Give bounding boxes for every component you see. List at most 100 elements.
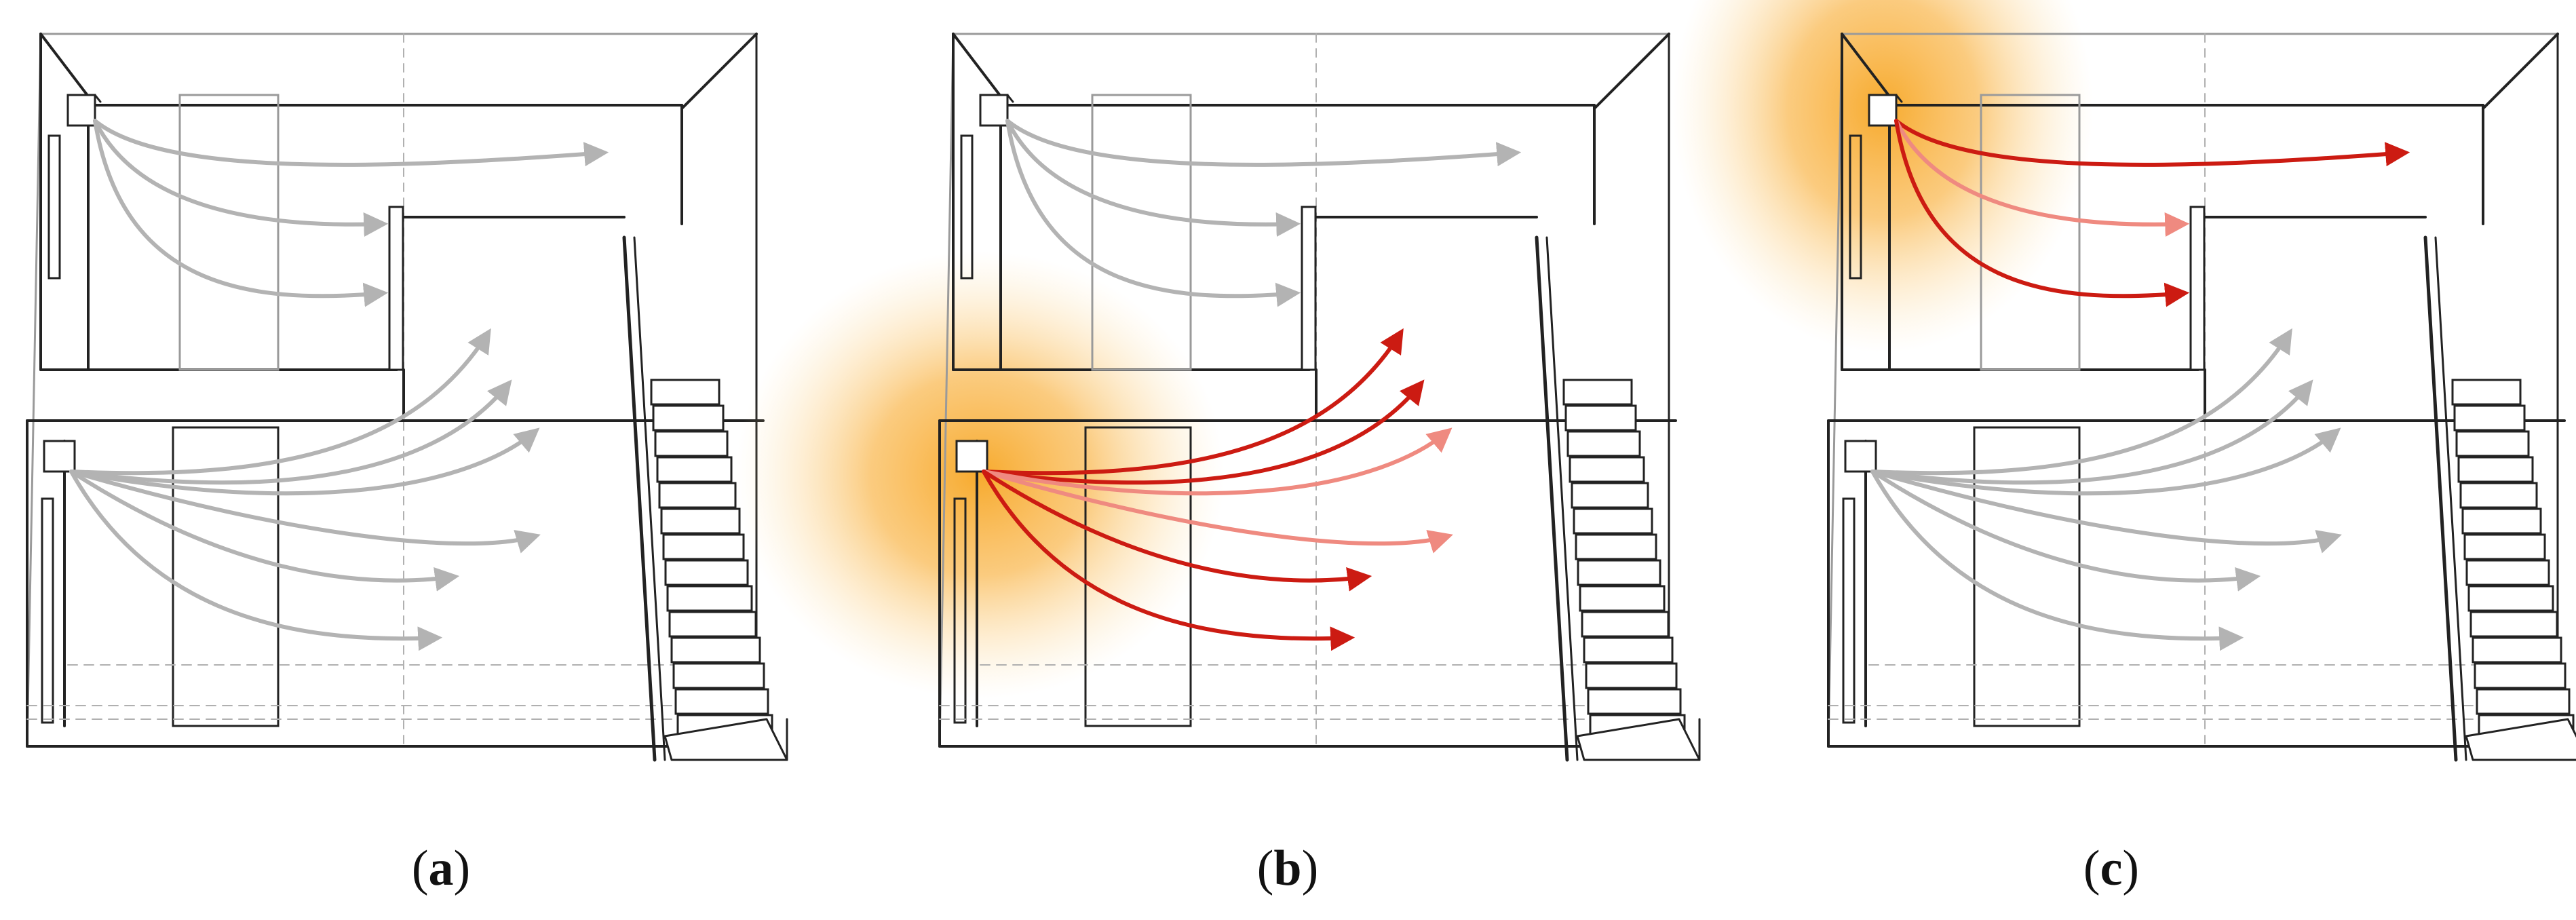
stair-step bbox=[1577, 559, 1661, 586]
airflow-arrow-upper bbox=[1894, 119, 2190, 237]
airflow-arrow-lower bbox=[1870, 469, 2261, 592]
stair-step bbox=[2463, 533, 2546, 560]
caption-c: (c) bbox=[2083, 841, 2140, 896]
stair-step bbox=[1585, 662, 1678, 689]
airflow-arrow-upper bbox=[93, 119, 389, 237]
airflow-arrow-lower bbox=[69, 328, 491, 476]
frame-edge bbox=[952, 33, 1009, 107]
stair-step bbox=[2451, 379, 2522, 406]
stair-step bbox=[656, 456, 733, 483]
stair-step bbox=[2472, 636, 2562, 664]
stair-step bbox=[662, 533, 745, 560]
caption-a: (a) bbox=[411, 841, 471, 896]
airflow-arrow-upper bbox=[1894, 119, 2410, 167]
frame-edge bbox=[680, 33, 758, 110]
airflow-arrow-lower bbox=[982, 469, 1453, 554]
stair-step bbox=[666, 585, 753, 612]
airflow-arrow-lower bbox=[1870, 328, 2292, 476]
stair-step bbox=[2459, 482, 2538, 509]
airflow-arrow-lower bbox=[1870, 469, 2342, 554]
heat-glow-upper bbox=[1672, 0, 2093, 353]
stair-stringer bbox=[1545, 236, 1579, 761]
frame-edge bbox=[1841, 33, 1898, 107]
lower-radiator bbox=[953, 497, 967, 724]
airflow-arrow-lower bbox=[982, 328, 1404, 476]
panel-c bbox=[1672, 0, 2576, 762]
airflow-arrow-lower bbox=[69, 427, 540, 496]
airflow-arrow-lower bbox=[1870, 427, 2341, 496]
stair-step bbox=[1571, 482, 1649, 509]
ac-edge bbox=[1895, 94, 1903, 103]
stair-step bbox=[1575, 533, 1657, 560]
stair-step bbox=[658, 482, 737, 509]
stair-step bbox=[1581, 611, 1670, 638]
stair-step bbox=[1566, 430, 1641, 457]
lower-ac-unit bbox=[43, 440, 76, 473]
airflow-arrow-lower bbox=[982, 379, 1425, 485]
staircase bbox=[2423, 235, 2576, 762]
stair-step bbox=[1583, 636, 1674, 664]
upper-partition bbox=[2189, 206, 2206, 371]
panel-a bbox=[26, 33, 788, 762]
upper-radiator bbox=[960, 134, 974, 280]
stair-step bbox=[652, 404, 725, 432]
airflow-arrow-lower bbox=[1870, 379, 2313, 485]
heat-glow-lower bbox=[736, 251, 1225, 699]
stair-step bbox=[672, 662, 765, 689]
lower-ac-unit bbox=[955, 440, 988, 473]
lower-ac-unit bbox=[1844, 440, 1877, 473]
airflow-arrow-lower bbox=[1870, 469, 2244, 651]
stair-step bbox=[660, 507, 741, 535]
upper-partition bbox=[1301, 206, 1317, 371]
stair-step bbox=[1579, 585, 1666, 612]
lower-door bbox=[1973, 426, 2081, 727]
stair-step bbox=[2465, 559, 2550, 586]
airflow-arrow-upper bbox=[1894, 119, 2190, 307]
stair-step bbox=[2457, 456, 2534, 483]
upper-ac-unit bbox=[979, 94, 1009, 127]
airflow-arrow-lower bbox=[69, 469, 443, 651]
upper-radiator bbox=[47, 134, 61, 280]
upper-door bbox=[1091, 94, 1192, 371]
airflow-arrow-upper bbox=[1005, 119, 1301, 307]
upper-door bbox=[1980, 94, 2081, 371]
stair-landing bbox=[2465, 718, 2576, 761]
upper-door bbox=[178, 94, 280, 371]
airflow-arrow-upper bbox=[1005, 119, 1522, 167]
stair-step bbox=[1573, 507, 1653, 535]
airflow-arrow-lower bbox=[982, 427, 1453, 496]
stair-stringer bbox=[622, 235, 657, 762]
ac-edge bbox=[1006, 94, 1014, 103]
stair-step bbox=[2467, 585, 2554, 612]
stair-step bbox=[2455, 430, 2530, 457]
upper-ac-unit bbox=[66, 94, 96, 127]
upper-ac-unit bbox=[1868, 94, 1898, 127]
frame-edge bbox=[1593, 33, 1670, 110]
stair-step bbox=[1587, 688, 1682, 715]
airflow-arrow-upper bbox=[93, 119, 389, 307]
stair-stringer bbox=[1535, 235, 1569, 762]
stair-step bbox=[670, 636, 761, 664]
staircase bbox=[622, 235, 788, 762]
airflow-arrow-lower bbox=[69, 469, 460, 592]
staircase bbox=[1535, 235, 1701, 762]
airflow-arrow-lower bbox=[69, 469, 541, 554]
stair-step bbox=[1564, 404, 1637, 432]
stair-step bbox=[2461, 507, 2542, 535]
frame-edge bbox=[39, 33, 96, 107]
lower-door bbox=[172, 426, 280, 727]
upper-radiator bbox=[1849, 134, 1862, 280]
caption-b: (b) bbox=[1256, 841, 1319, 896]
stair-step bbox=[668, 611, 757, 638]
stair-stringer bbox=[2434, 236, 2467, 761]
frame-edge bbox=[2482, 33, 2559, 110]
lower-radiator bbox=[1842, 497, 1856, 724]
stair-step bbox=[2476, 688, 2571, 715]
lower-radiator bbox=[41, 497, 54, 724]
upper-partition bbox=[388, 206, 404, 371]
airflow-arrow-lower bbox=[982, 469, 1356, 651]
stair-step bbox=[2469, 611, 2558, 638]
stair-stringer bbox=[633, 236, 666, 761]
